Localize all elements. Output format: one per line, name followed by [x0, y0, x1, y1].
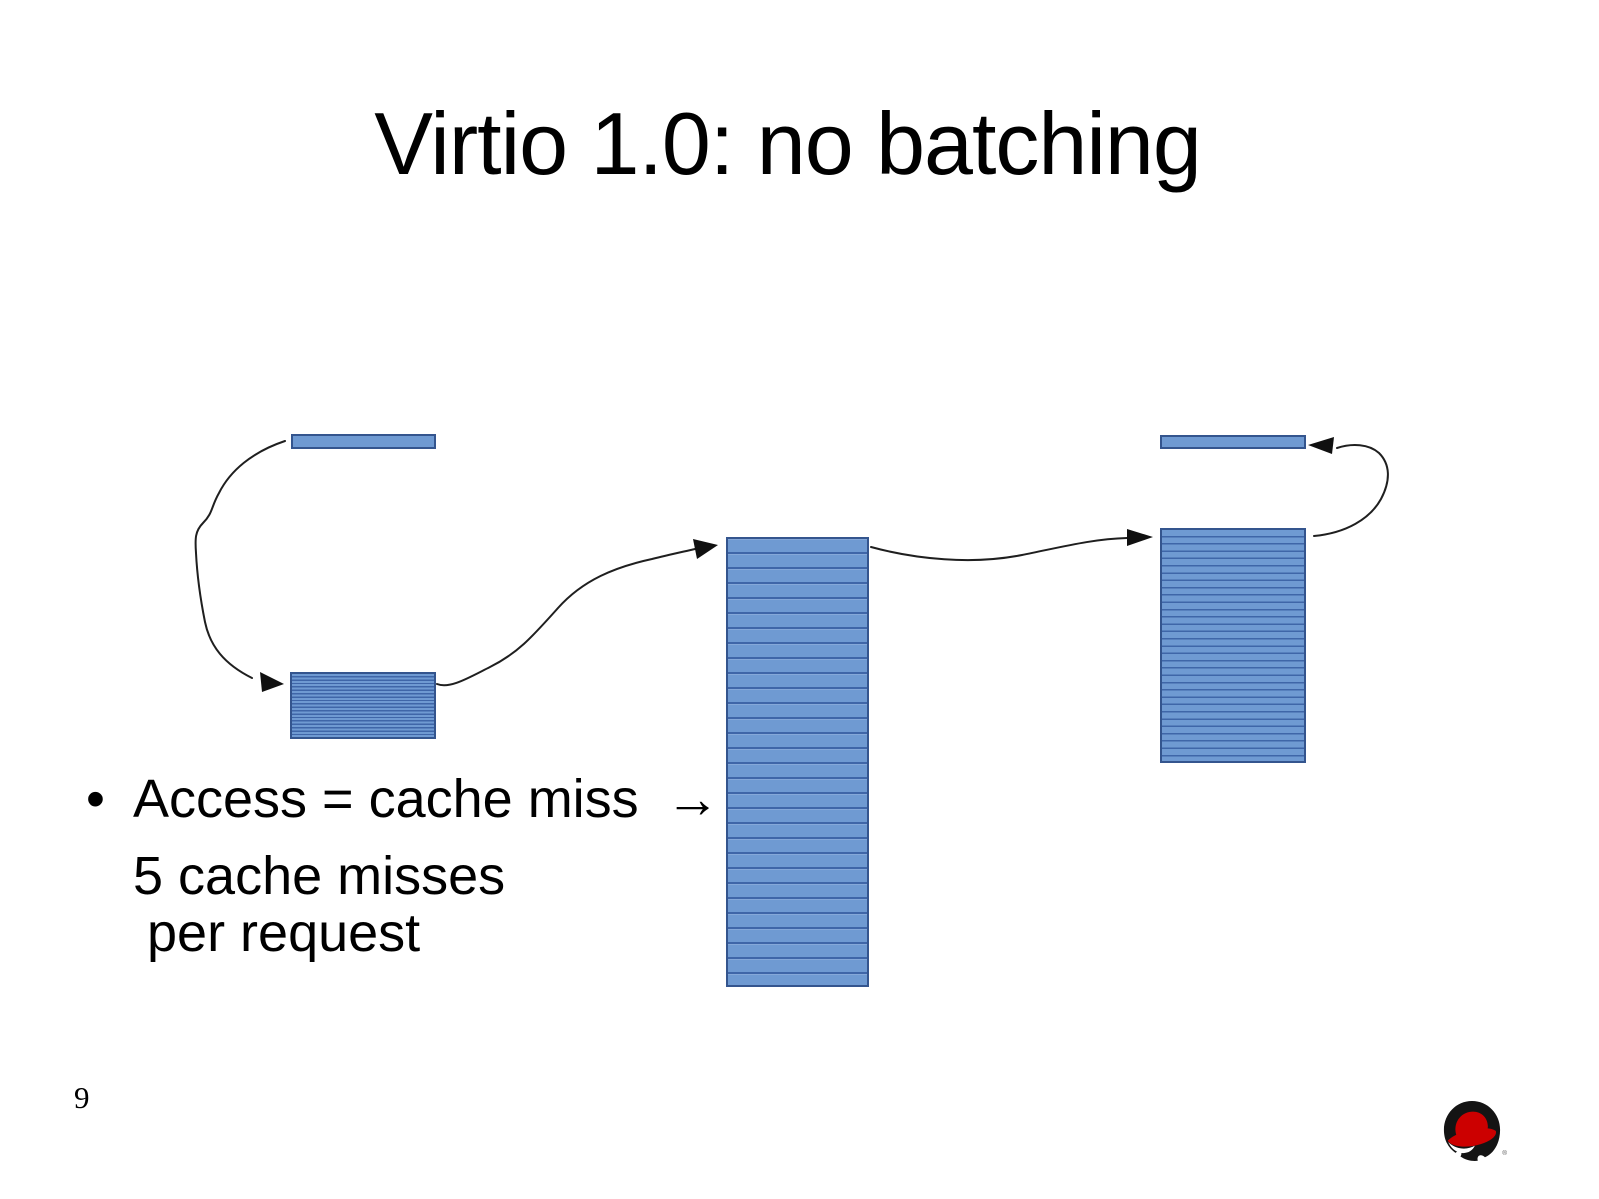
bullet-line-per-request: per request [147, 903, 421, 963]
arrow-curve-middle-box-to-right-box [870, 537, 1128, 562]
redhat-logo: ® [1443, 1101, 1507, 1161]
bullet-text-access: Access = cache miss → [133, 769, 720, 829]
diagram-box-right-top-bar [1160, 435, 1306, 449]
page-number: 9 [74, 1080, 90, 1115]
diagram-box-right [1160, 528, 1306, 763]
arrow-curve-right-box-to-right-top-bar [1313, 444, 1389, 537]
arrowhead-into-right-box [1127, 529, 1153, 546]
bullet-dot: • [86, 769, 105, 829]
redhat-logo-bird-mark [1474, 1151, 1481, 1155]
redhat-logo-registered-mark: ® [1502, 1149, 1507, 1157]
redhat-logo-collar-swoosh [1448, 1142, 1475, 1154]
bullet-line-access: • Access = cache miss → [86, 769, 720, 829]
arrowhead-into-left-box [260, 672, 284, 692]
slide-title: Virtio 1.0: no batching [374, 94, 1202, 193]
bullet-line-misses: 5 cache misses [133, 846, 506, 906]
arrow-curve-left-top-to-left-box [194, 440, 286, 679]
arrowhead-into-right-top-bar [1308, 437, 1334, 454]
diagram-box-left-top-bar [291, 434, 436, 449]
arrow-curve-left-box-to-middle-box [436, 548, 696, 687]
redhat-logo-hat-crown [1455, 1111, 1488, 1138]
diagram-box-middle-tall [726, 537, 869, 987]
arrowhead-into-middle-box [693, 539, 718, 559]
diagram-box-left-small [290, 672, 436, 739]
